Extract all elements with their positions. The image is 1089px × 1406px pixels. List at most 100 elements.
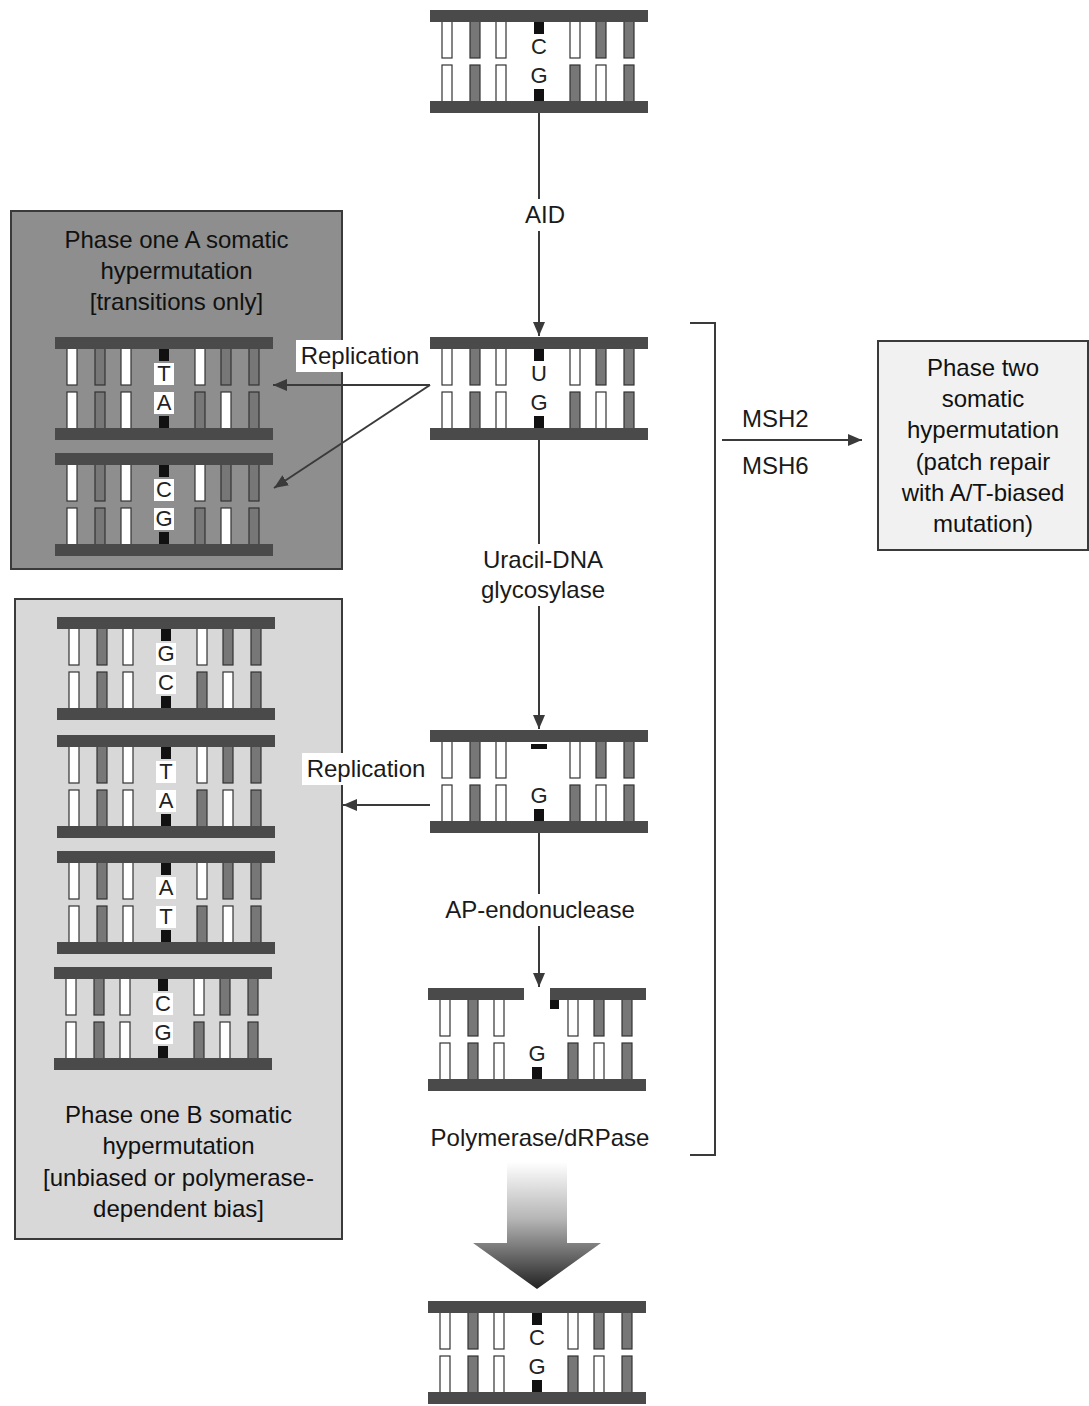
base-stub: [161, 863, 171, 875]
base-stub: [532, 1067, 542, 1079]
dna-helix: [428, 1301, 646, 1404]
base-rung: [67, 464, 77, 501]
base-rung: [249, 348, 259, 385]
box-heading: Phase two somatic hypermutation (patch r…: [895, 352, 1071, 539]
dna-backbone: [57, 617, 275, 629]
base-rung: [594, 999, 604, 1036]
base-rung: [97, 746, 107, 783]
base-rung: [496, 741, 506, 778]
dna-duplex: CG: [428, 1301, 646, 1404]
base-rung: [97, 628, 107, 665]
base-rung: [470, 392, 480, 429]
base-rung: [596, 392, 606, 429]
base-letter: A: [156, 877, 176, 899]
base-rung: [494, 999, 504, 1036]
dna-helix: [57, 851, 275, 954]
base-stub: [534, 349, 544, 361]
base-stub: [161, 629, 171, 641]
dna-backbone: [428, 988, 524, 1000]
base-rung: [120, 978, 130, 1015]
base-stub: [161, 930, 171, 942]
base-rung: [69, 906, 79, 943]
base-rung: [622, 1312, 632, 1349]
base-rung: [570, 741, 580, 778]
box-text: [transitions only]: [54, 286, 299, 317]
base-rung: [470, 65, 480, 102]
base-rung: [220, 1022, 230, 1059]
dna-helix: [430, 337, 648, 440]
base-stub: [161, 747, 171, 759]
base-rung: [95, 508, 105, 545]
edge-label: Uracil-DNA glycosylase: [443, 544, 643, 606]
base-letter: G: [154, 508, 174, 530]
dna-duplex: G: [430, 730, 648, 833]
base-rung: [570, 392, 580, 429]
base-rung: [494, 1356, 504, 1393]
base-rung: [468, 999, 478, 1036]
dna-helix: [55, 337, 273, 440]
base-rung: [442, 785, 452, 822]
dna-backbone: [55, 337, 273, 349]
edge-label: Replication: [302, 753, 431, 785]
base-letter: G: [527, 1356, 547, 1378]
base-rung: [121, 348, 131, 385]
edge-label: AP-endonuclease: [440, 894, 639, 926]
dna-backbone: [57, 708, 275, 720]
dna-duplex: TA: [57, 735, 275, 838]
dna-helix: [55, 453, 273, 556]
dna-duplex: G: [428, 988, 646, 1091]
protein-label: MSH6: [742, 452, 809, 481]
base-rung: [97, 790, 107, 827]
base-rung: [568, 999, 578, 1036]
dna-backbone: [428, 1301, 646, 1313]
base-rung: [624, 65, 634, 102]
base-letter: A: [156, 790, 176, 812]
base-rung: [496, 392, 506, 429]
base-rung: [622, 1356, 632, 1393]
base-rung: [195, 508, 205, 545]
base-rung: [223, 746, 233, 783]
base-rung: [624, 392, 634, 429]
base-rung: [596, 741, 606, 778]
edge-label: Polymerase/dRPase: [426, 1122, 655, 1154]
dna-backbone: [430, 730, 648, 742]
base-letter: C: [527, 1327, 547, 1349]
base-rung: [123, 746, 133, 783]
edge-label: Replication: [296, 340, 425, 372]
dna-backbone: [55, 428, 273, 440]
dna-backbone: [57, 826, 275, 838]
base-letter: G: [529, 785, 549, 807]
base-rung: [66, 978, 76, 1015]
dna-backbone: [57, 942, 275, 954]
base-rung: [596, 348, 606, 385]
base-letter: C: [156, 672, 176, 694]
base-rung: [442, 65, 452, 102]
base-rung: [622, 999, 632, 1036]
bracket-arrow: [722, 439, 862, 441]
dna-backbone: [55, 453, 273, 465]
base-letter: G: [529, 392, 549, 414]
base-rung: [223, 862, 233, 899]
dna-duplex: CG: [54, 967, 272, 1070]
base-rung: [570, 21, 580, 58]
dna-duplex: GC: [57, 617, 275, 720]
dna-backbone: [428, 1392, 646, 1404]
base-rung: [251, 672, 261, 709]
base-letter: G: [153, 1022, 173, 1044]
base-rung: [470, 348, 480, 385]
base-letter: U: [529, 363, 549, 385]
base-rung: [221, 464, 231, 501]
dna-helix: [428, 988, 646, 1091]
base-rung: [66, 1022, 76, 1059]
base-rung: [594, 1043, 604, 1080]
base-letter: T: [156, 761, 176, 783]
base-rung: [197, 672, 207, 709]
base-rung: [496, 348, 506, 385]
base-rung: [596, 65, 606, 102]
base-rung: [251, 746, 261, 783]
base-rung: [95, 348, 105, 385]
base-rung: [442, 392, 452, 429]
base-rung: [568, 1312, 578, 1349]
base-rung: [69, 862, 79, 899]
